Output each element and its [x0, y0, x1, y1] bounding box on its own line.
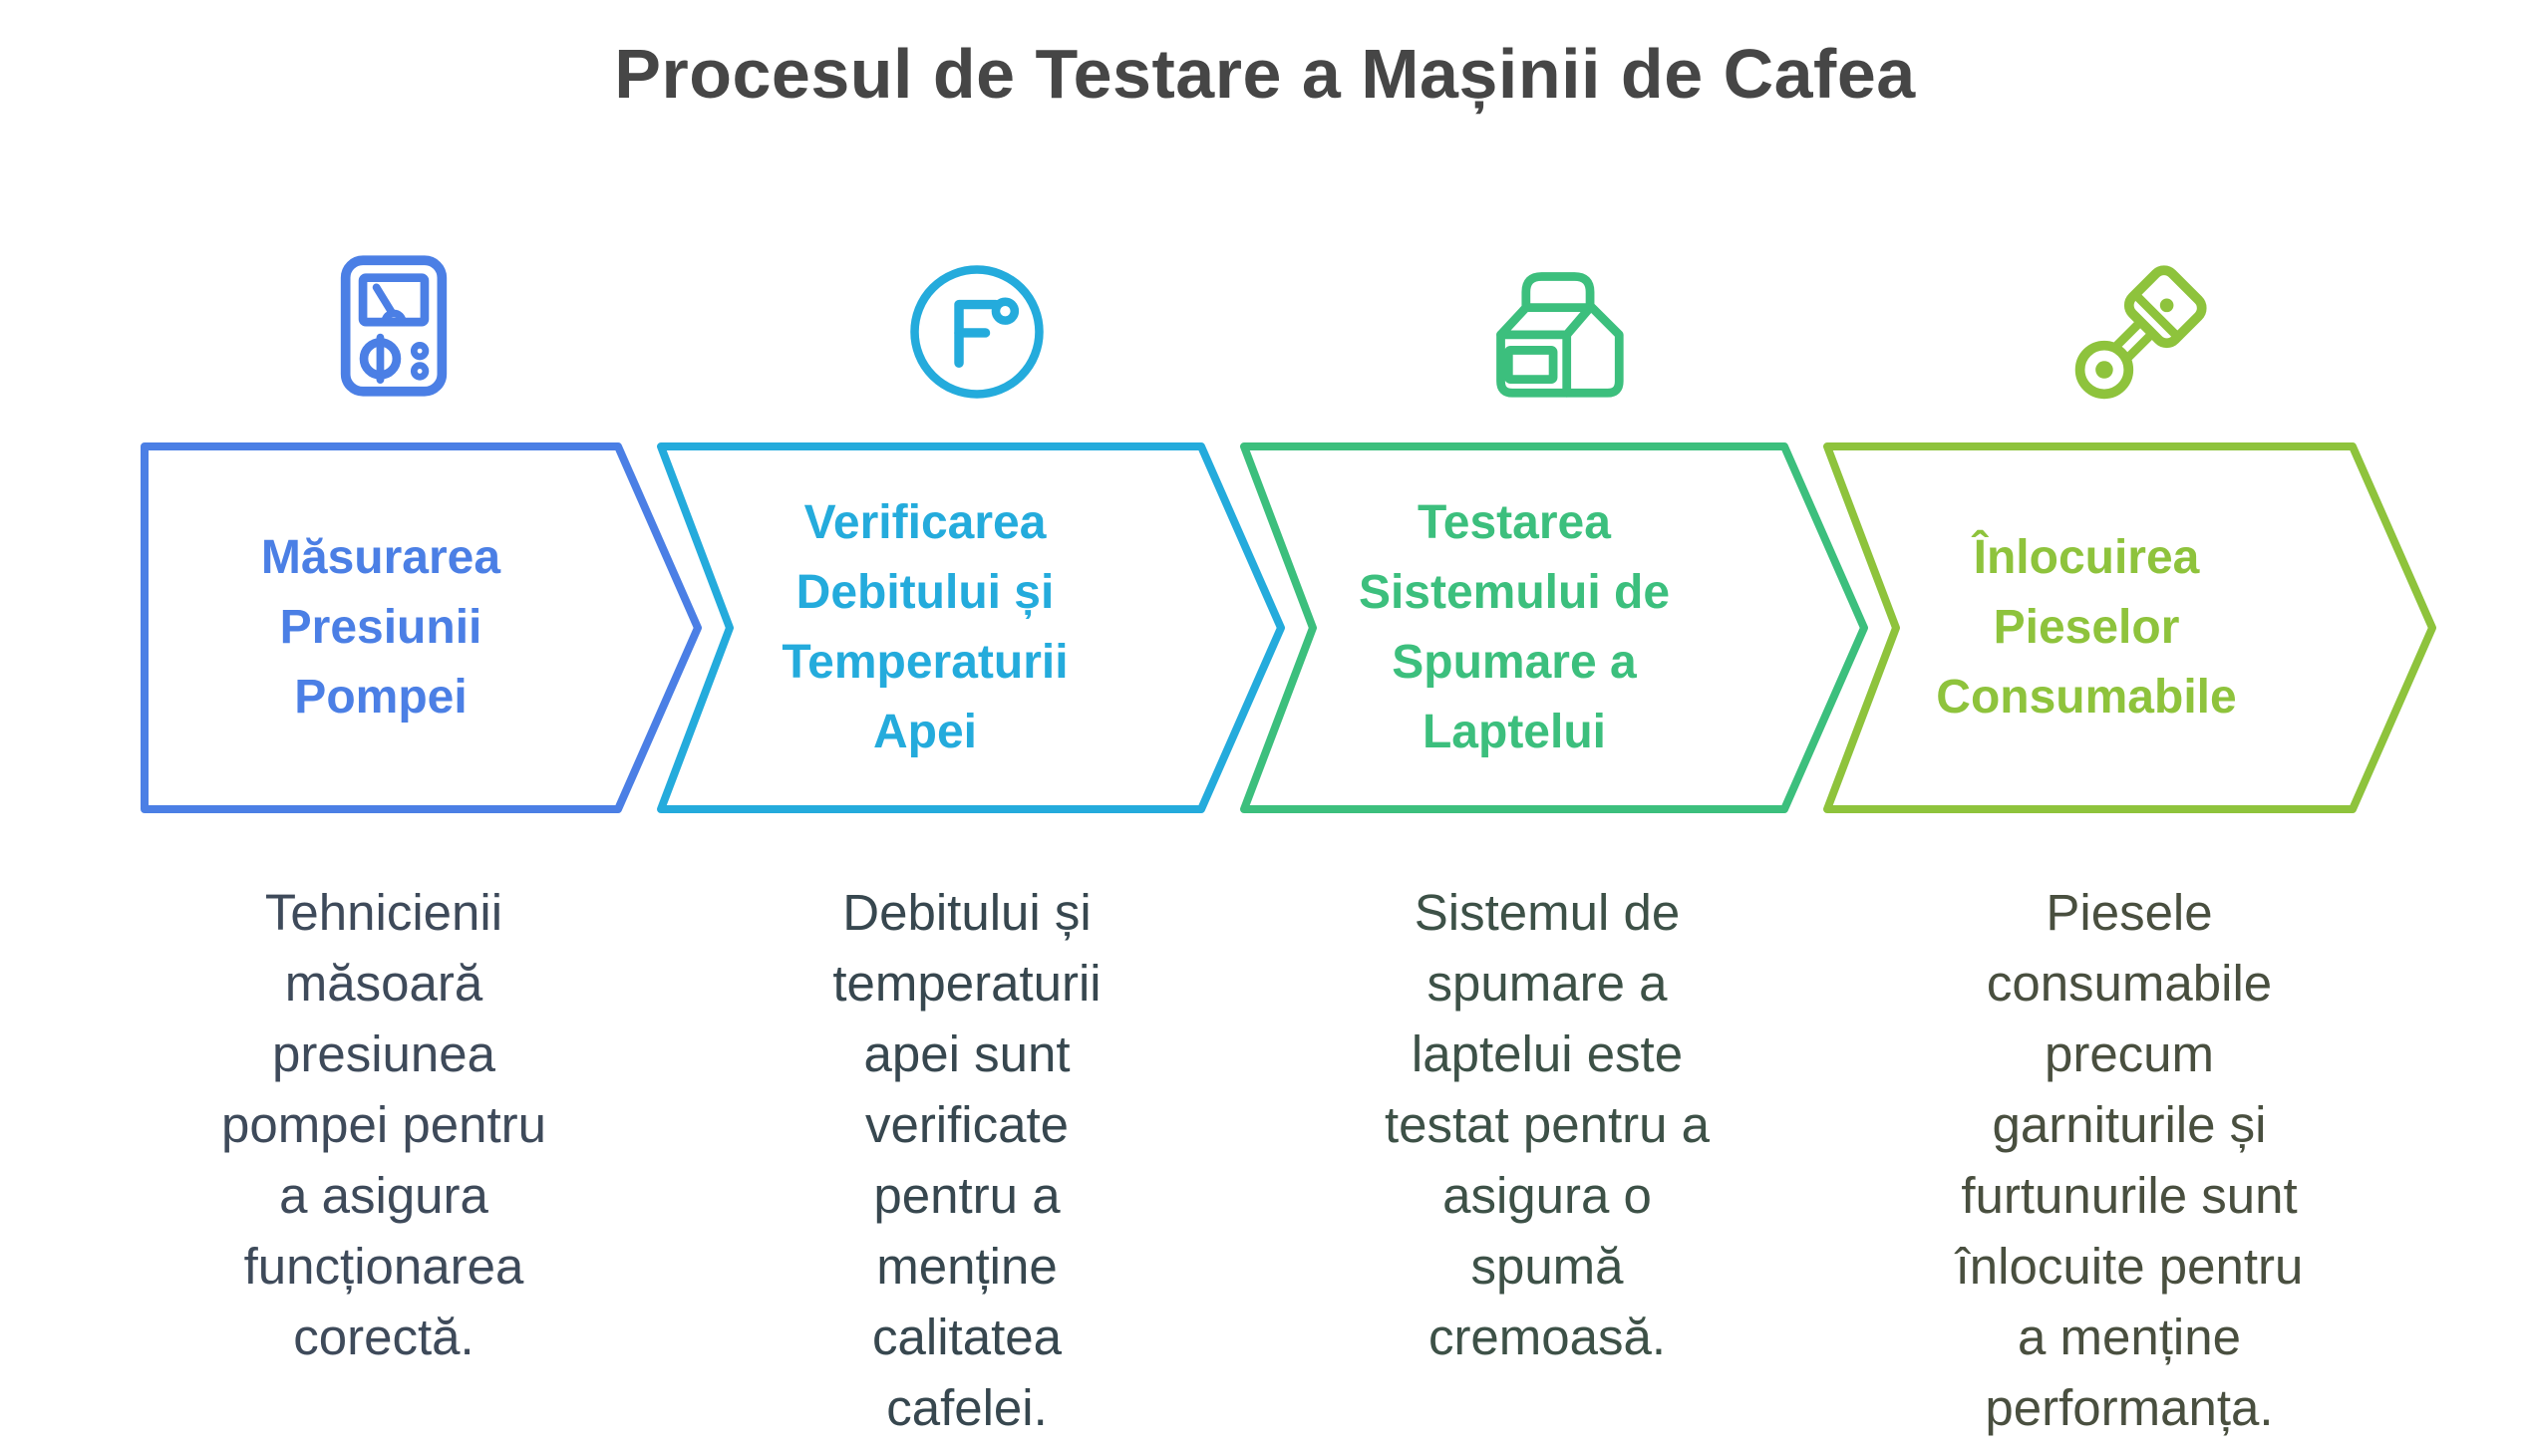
step-3-description: Sistemul de spumare a laptelui este test… [1384, 884, 1711, 1365]
step-2-label: Verificarea Debitului și Temperaturii Ap… [782, 496, 1069, 758]
step-2-description: Debitului și temperaturii apei sunt veri… [832, 884, 1102, 1436]
step-4-arrow [1823, 442, 2436, 813]
step-4-label: Înlocuirea Pieselor Consumabile [1936, 531, 2237, 724]
step-1-label: Măsurarea Presiunii Pompei [260, 531, 501, 724]
page-title: Procesul de Testare a Mașinii de Cafea [614, 35, 1916, 113]
step-2-arrow [657, 442, 1285, 813]
process-arrows [141, 442, 2436, 813]
temperature-icon [910, 265, 1044, 399]
step-3-label: Testarea Sistemului de Spumare a Laptelu… [1358, 496, 1671, 758]
step-4-description: Piesele consumabile precum garniturile ș… [1955, 884, 2304, 1436]
step-1-description: Tehnicienii măsoară presiunea pompei pen… [220, 884, 547, 1365]
piston-icon [2074, 265, 2207, 400]
step-1-arrow [141, 442, 702, 813]
pressure-gauge-icon [340, 255, 448, 397]
milk-carton-icon [1496, 272, 1624, 398]
step-3-arrow [1240, 442, 1868, 813]
